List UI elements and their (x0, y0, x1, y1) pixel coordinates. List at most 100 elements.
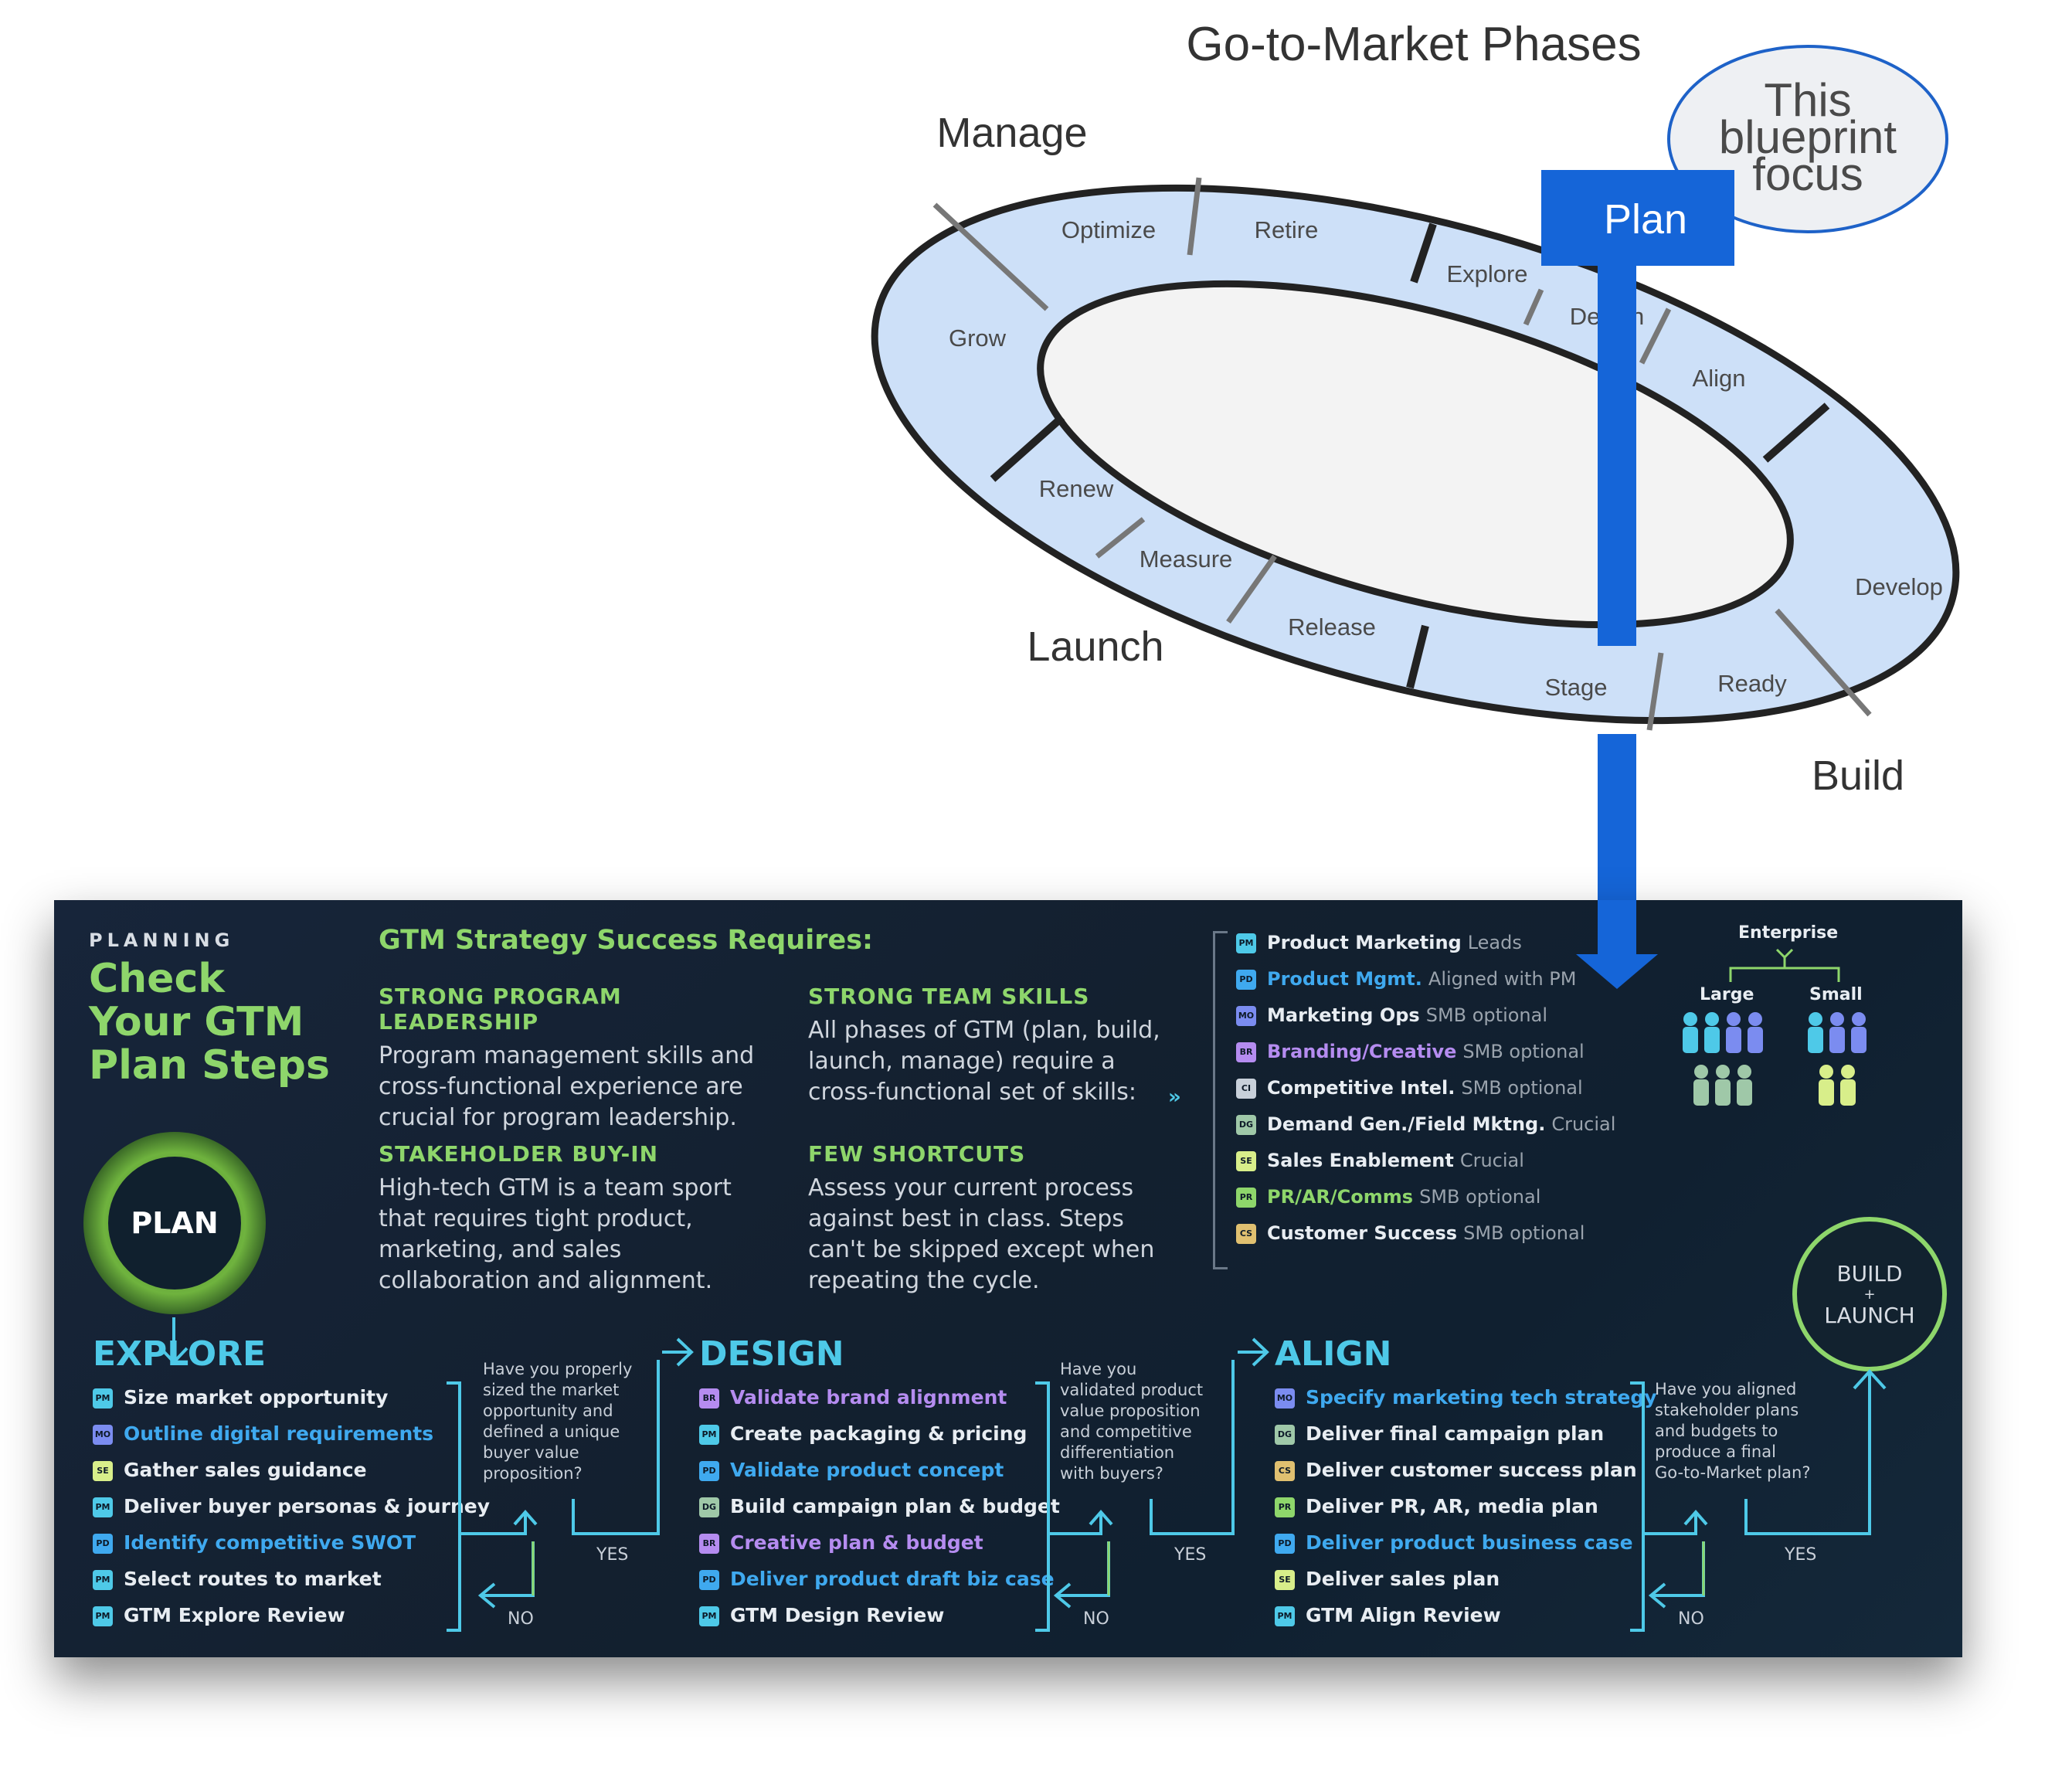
block-shortcuts-line: can't be skipped except when (808, 1236, 1155, 1263)
block-leadership-heading: STRONG PROGRAM LEADERSHIP (379, 984, 622, 1035)
step-badge-icon: PD (699, 1570, 719, 1590)
step-badge-icon: MO (1275, 1388, 1295, 1409)
align-question: Have you aligned stakeholder plans and b… (1655, 1379, 1811, 1483)
step-label: Select routes to market (124, 1568, 382, 1590)
step-badge-icon: PD (1275, 1534, 1295, 1554)
step-badge-icon: PM (93, 1497, 113, 1517)
build-launch-line: LAUNCH (1824, 1302, 1915, 1328)
question-line: stakeholder plans (1655, 1401, 1799, 1419)
blueprint-focus-bubble: This blueprint focus (1667, 45, 1948, 233)
block-shortcuts-line: repeating the cycle. (808, 1267, 1040, 1294)
step-label: Validate product concept (730, 1459, 1004, 1481)
block-buy-in-line: High-tech GTM is a team sport (379, 1174, 732, 1201)
plan-down-arrow (159, 1317, 189, 1364)
segment-align: Align (1693, 365, 1746, 392)
org-chart: Enterprise Large Small (1676, 923, 1908, 1124)
block-team-skills-line: cross-functional set of skills: (808, 1079, 1136, 1106)
role-note: SMB optional (1419, 1186, 1541, 1208)
step-badge-icon: MO (93, 1425, 113, 1445)
step-badge-icon: BR (699, 1388, 719, 1409)
step-label: Deliver product draft biz case (730, 1568, 1055, 1590)
step-label: GTM Explore Review (124, 1604, 345, 1626)
step-label: Deliver product business case (1306, 1531, 1633, 1554)
phase-manage: Manage (936, 110, 1087, 156)
explore-step-item: PM Select routes to market (93, 1561, 490, 1597)
block-leadership-line: crucial for program leadership. (379, 1104, 737, 1131)
planning-kicker: PLANNING (89, 929, 235, 951)
role-badge-icon: PM (1236, 933, 1256, 953)
segment-grow: Grow (949, 325, 1007, 352)
question-line: buyer value (483, 1443, 579, 1462)
role-name: Branding/Creative (1267, 1041, 1457, 1062)
block-team-skills-heading: STRONG TEAM SKILLS (808, 984, 1090, 1009)
org-enterprise-label: Enterprise (1738, 923, 1839, 943)
phase-build: Build (1812, 753, 1904, 799)
question-line: differentiation (1060, 1443, 1175, 1462)
bubble-line-2: blueprint (1719, 111, 1897, 163)
step-badge-icon: SE (93, 1461, 113, 1481)
role-badge-icon: CI (1236, 1079, 1256, 1099)
strategy-title: GTM Strategy Success Requires: (379, 925, 874, 956)
role-badge-icon: BR (1236, 1042, 1256, 1062)
block-shortcuts: FEW SHORTCUTS Assess your current proces… (808, 1141, 1225, 1296)
design-no-label: NO (1083, 1609, 1109, 1629)
question-line: opportunity and (483, 1402, 613, 1420)
planning-infographic: PLANNING Check Your GTM Plan Steps PLAN … (54, 900, 1962, 1657)
role-note: Aligned with PM (1428, 968, 1577, 990)
bubble-line-3: focus (1752, 148, 1863, 200)
role-note: SMB optional (1462, 1041, 1585, 1062)
block-buy-in-line: marketing, and sales (379, 1236, 622, 1263)
question-line: and competitive (1060, 1422, 1192, 1441)
step-label: Deliver buyer personas & journey (124, 1495, 491, 1517)
panel-title: Check Your GTM Plan Steps (89, 957, 330, 1087)
step-label: Identify competitive SWOT (124, 1531, 416, 1554)
block-shortcuts-line: against best in class. Steps (808, 1205, 1124, 1232)
step-badge-icon: PM (93, 1570, 113, 1590)
block-buy-in-line: that requires tight product, (379, 1205, 693, 1232)
role-name: Customer Success (1267, 1222, 1458, 1244)
block-shortcuts-heading: FEW SHORTCUTS (808, 1141, 1026, 1167)
role-badge-icon: MO (1236, 1006, 1256, 1026)
build-launch-line: BUILD (1836, 1260, 1903, 1286)
question-line: sized the market (483, 1381, 620, 1399)
gtm-cycle-diagram: Go-to-Market Phases This blueprint focus… (871, 18, 1960, 904)
question-line: produce a final (1655, 1442, 1776, 1461)
explore-step-item: PM Deliver buyer personas & journey (93, 1488, 490, 1524)
segment-release: Release (1288, 613, 1376, 641)
step-badge-icon: PM (1275, 1606, 1295, 1626)
step-badge-icon: PR (1275, 1497, 1295, 1517)
build-launch-circle: BUILD + LAUNCH (1792, 1217, 1947, 1371)
role-note: SMB optional (1463, 1222, 1585, 1244)
segment-dividers (932, 177, 1872, 731)
roles-bracket (1213, 931, 1228, 1269)
role-badge-icon: PR (1236, 1188, 1256, 1208)
role-badge-icon: DG (1236, 1115, 1256, 1135)
question-line: Have you aligned (1655, 1380, 1797, 1398)
plan-circle: PLAN (83, 1132, 266, 1314)
segment-develop: Develop (1855, 573, 1943, 600)
team-people-icon (1683, 1012, 1866, 1106)
step-label: Gather sales guidance (124, 1459, 367, 1481)
align-heading: ALIGN (1275, 1334, 1392, 1374)
phase-launch: Launch (1027, 624, 1163, 670)
question-line: defined a unique (483, 1422, 620, 1441)
step-badge-icon: DG (1275, 1425, 1295, 1445)
diagram-title: Go-to-Market Phases (1186, 18, 1641, 71)
question-line: with buyers? (1060, 1464, 1163, 1483)
